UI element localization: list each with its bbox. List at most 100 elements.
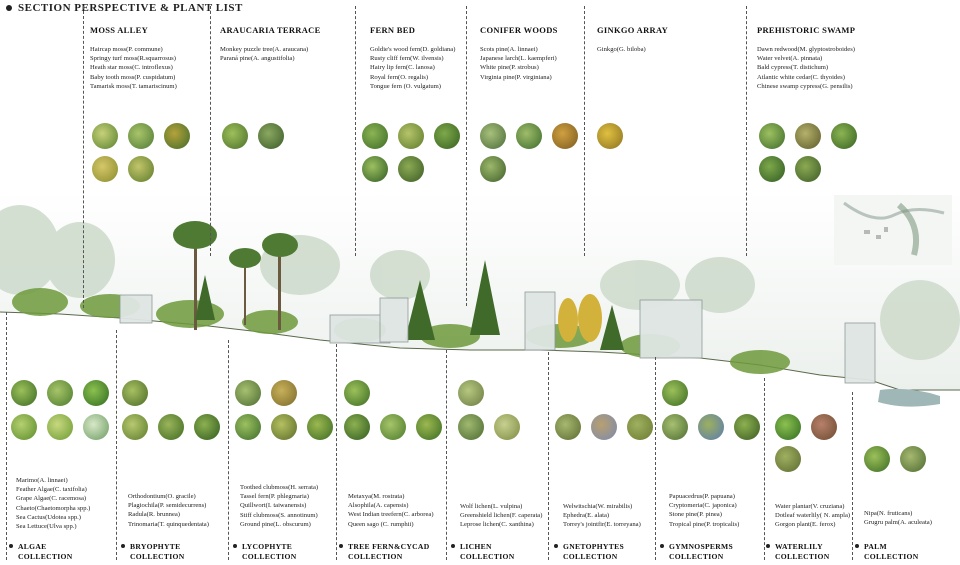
collection-title-line: WATERLILY <box>775 542 823 551</box>
plant-name: West Indian treefern(C. arborea) <box>348 511 434 519</box>
plant-photo <box>775 446 801 472</box>
zone-plant-list: Dawn redwood(M. glyptostroboides) Water … <box>757 45 855 91</box>
collection-title-line: COLLECTION <box>775 552 830 561</box>
plant-photo <box>83 380 109 406</box>
plant-photo <box>795 123 821 149</box>
plant-photo <box>380 414 406 440</box>
collection-title-line: COLLECTION <box>563 552 618 561</box>
plant-photo <box>864 446 890 472</box>
plant-photo <box>552 123 578 149</box>
plant-photo <box>434 123 460 149</box>
plant-photo <box>271 414 297 440</box>
plant-photo <box>362 156 388 182</box>
collection-title-line: COLLECTION <box>864 552 919 561</box>
plant-photo <box>128 156 154 182</box>
plant-photo <box>11 380 37 406</box>
plant-photo <box>627 414 653 440</box>
collection-title-line: BRYOPHYTE <box>130 542 181 551</box>
collection-title-line: LICHEN <box>460 542 492 551</box>
page-title-text: SECTION PERSPECTIVE & PLANT LIST <box>18 2 243 14</box>
collection-title-tree-fern-cycad: TREE FERN&CYCAD COLLECTION <box>339 542 430 562</box>
plant-photo <box>258 123 284 149</box>
plant-photo <box>47 414 73 440</box>
plant-name: Torrey's jointfir(E. torreyana) <box>563 521 641 529</box>
zone-divider <box>584 6 585 256</box>
collection-divider <box>548 352 549 560</box>
plant-photo <box>222 123 248 149</box>
collection-title-line: COLLECTION <box>460 552 515 561</box>
plant-photo <box>831 123 857 149</box>
zone-divider <box>466 6 467 306</box>
zone-title-fern-bed: FERN BED <box>370 25 416 35</box>
plant-photo <box>158 414 184 440</box>
plant-photo <box>235 414 261 440</box>
plant-photo <box>458 380 484 406</box>
collection-divider <box>655 357 656 560</box>
plant-name: White pine(P. strobus) <box>480 64 539 72</box>
plant-name: Marimo(A. linnaei) <box>16 477 68 484</box>
collection-title-bryophyte: BRYOPHYTE COLLECTION <box>121 542 185 562</box>
plant-name: Greenshield lichen(F. caperata) <box>460 512 543 520</box>
plant-photo <box>92 156 118 182</box>
zone-divider <box>355 6 356 256</box>
collection-divider <box>336 344 337 560</box>
plant-photo <box>307 414 333 440</box>
collection-title-line: COLLECTION <box>242 552 297 561</box>
plant-photo <box>775 414 801 440</box>
plant-name: Alsophila(A. capensis) <box>348 502 409 510</box>
collection-divider <box>764 378 765 560</box>
plant-name: Springy turf moss(R.squarrosus) <box>90 55 176 63</box>
plant-photo <box>516 123 542 149</box>
collection-title-algae: ALGAE COLLECTION <box>9 542 73 562</box>
collection-plant-list: Wolf lichen(L. vulpina) Greenshield lich… <box>460 502 542 530</box>
collection-title-waterlily: WATERLILY COLLECTION <box>766 542 830 562</box>
plant-name: Tamarisk moss(T. tamariscinum) <box>90 82 177 90</box>
plant-photo <box>122 414 148 440</box>
plant-name: Ground pine(L. obscurum) <box>240 520 311 528</box>
collection-divider <box>852 392 853 560</box>
plant-name: Queen sago (C. rumphii) <box>348 520 414 528</box>
plant-name: Scots pine(A. linnaei) <box>480 46 538 53</box>
collection-divider <box>446 350 447 560</box>
plant-photo <box>480 156 506 182</box>
plant-name: Quillwort(I. taiwanensis) <box>240 502 307 510</box>
plant-photo <box>597 123 623 149</box>
plant-name: Monkey puzzle tree(A. araucana) <box>220 46 309 53</box>
collection-title-gnetophytes: GNETOPHYTES COLLECTION <box>554 542 624 562</box>
plant-name: Orthodontium(O. gracile) <box>128 493 196 500</box>
zone-title-moss-alley: MOSS ALLEY <box>90 25 149 35</box>
collection-title-line: TREE FERN&CYCAD <box>348 542 430 551</box>
collection-bullet <box>9 544 13 548</box>
collection-divider <box>6 312 7 560</box>
zone-title-araucaria-terrace: ARAUCARIA TERRACE <box>220 25 321 35</box>
site-map-inset <box>834 195 952 265</box>
plant-name: Sea Lettuce(Ulva spp.) <box>16 523 77 531</box>
plant-name: Rusty cliff fern(W. ilvensis) <box>370 55 444 63</box>
plant-photo <box>795 156 821 182</box>
plant-name: Water plantar(V. cruziana) <box>775 503 845 510</box>
collection-title-line: COLLECTION <box>130 552 185 561</box>
collection-plant-list: Orthodontium(O. gracile) Plagiochila(P. … <box>128 492 209 529</box>
collection-title-line: PALM <box>864 542 887 551</box>
plant-photo <box>47 380 73 406</box>
plant-name: Chinese swamp cypress(G. pensilis) <box>757 82 853 90</box>
plant-photo <box>194 414 220 440</box>
plant-photo <box>128 123 154 149</box>
plant-name: Sea Cactus(Udotea spp.) <box>16 513 82 521</box>
plant-name: Goldie's wood fern(D. goldiana) <box>370 46 456 53</box>
collection-bullet <box>339 544 343 548</box>
plant-name: Japanese larch(L. kaempferi) <box>480 55 557 63</box>
plant-name: Tassel fern(P. phlegmaria) <box>240 493 309 501</box>
plant-photo <box>235 380 261 406</box>
plant-name: Hairy lip fern(C. lanosa) <box>370 64 435 72</box>
collection-title-line: COLLECTION <box>669 552 724 561</box>
plant-name: Grape Algae(C. racemosa) <box>16 495 87 503</box>
plant-photo <box>398 156 424 182</box>
collection-plant-list: Marimo(A. linnaei) Feather Algae(C. taxi… <box>16 476 90 531</box>
collection-divider <box>116 330 117 560</box>
plant-photo <box>344 380 370 406</box>
collection-divider <box>228 340 229 560</box>
collection-title-line: COLLECTION <box>18 552 73 561</box>
plant-name: Royal fern(O. regalis) <box>370 73 429 81</box>
zone-title-conifer-woods: CONIFER WOODS <box>480 25 558 35</box>
